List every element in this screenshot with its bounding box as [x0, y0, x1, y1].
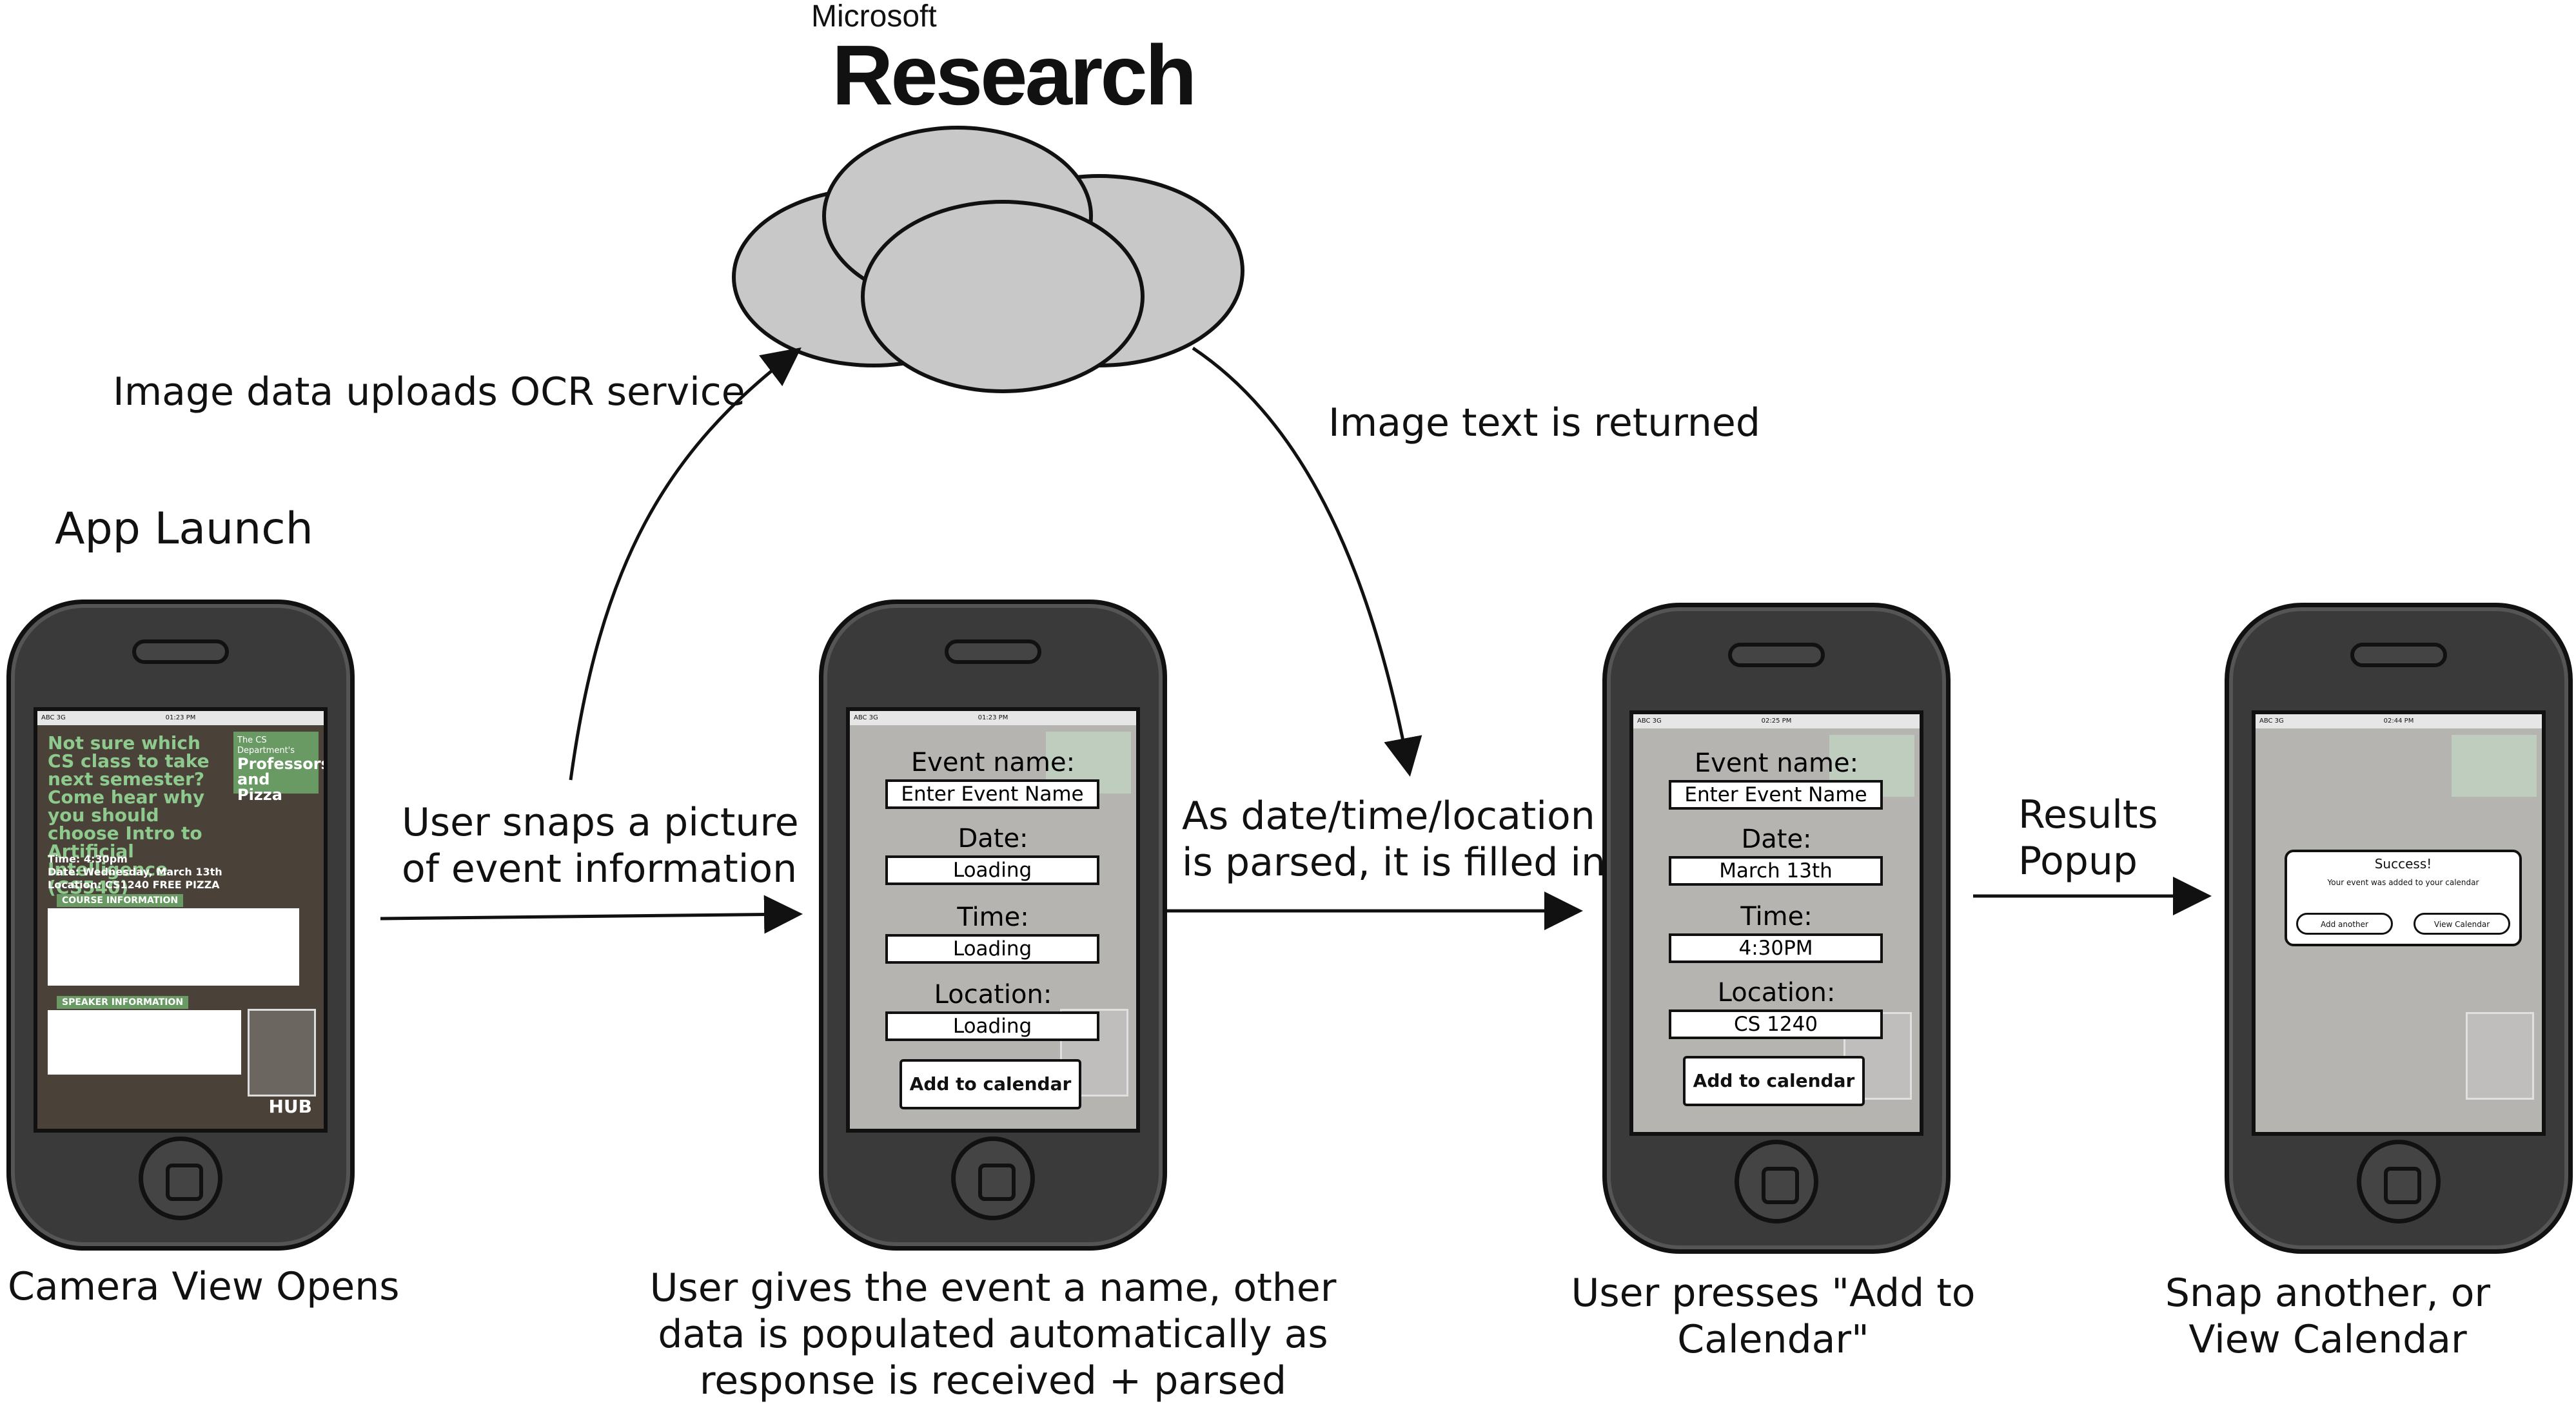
phone-screen: ABC 3G 01:23 PM Event name: Enter Event … — [846, 707, 1140, 1133]
event-name-input[interactable]: Enter Event Name — [885, 779, 1099, 809]
arrow-upload — [569, 347, 801, 781]
time-field[interactable]: Loading — [885, 934, 1099, 964]
view-calendar-button[interactable]: View Calendar — [2414, 913, 2510, 935]
caption-add-calendar-line1: User presses "Add to — [1571, 1271, 1976, 1316]
home-button[interactable] — [1735, 1140, 1818, 1224]
poster-date: Date: Wednesday, March 13th — [48, 866, 222, 878]
status-carrier: ABC 3G — [2259, 717, 2284, 725]
phone-screen: ABC 3G 01:23 PM Not sure which CS class … — [34, 707, 328, 1133]
poster-headline: Not sure which CS class to take next sem… — [48, 732, 210, 898]
caption-snap-another-line1: Snap another, or — [2165, 1271, 2491, 1316]
time-label: Time: — [1740, 902, 1813, 931]
poster-time: Time: 4:30pm — [48, 853, 128, 865]
logo-line-research: Research — [832, 28, 1197, 122]
status-time: 01:23 PM — [978, 714, 1008, 721]
status-time: 02:25 PM — [1761, 717, 1792, 725]
status-bar: ABC 3G 02:44 PM — [2256, 714, 2542, 730]
poster-speaker-photo — [248, 1009, 316, 1097]
poster-hub-logo: HUB — [268, 1096, 312, 1117]
arrow-return — [1192, 346, 1422, 777]
caption-user-names-event-line1: User gives the event a name, other — [649, 1265, 1337, 1311]
event-name-input[interactable]: Enter Event Name — [1669, 780, 1883, 810]
event-name-label: Event name: — [910, 748, 1076, 777]
location-label: Location: — [1717, 978, 1836, 1008]
location-label: Location: — [934, 980, 1052, 1009]
time-label: Time: — [957, 902, 1029, 932]
phone-loading-form: ABC 3G 01:23 PM Event name: Enter Event … — [819, 600, 1167, 1251]
label-parsed-line1: As date/time/location — [1182, 794, 1595, 839]
location-field[interactable]: Loading — [885, 1011, 1099, 1041]
label-upload: Image data uploads OCR service — [113, 369, 745, 414]
home-button[interactable] — [139, 1136, 222, 1220]
status-time: 01:23 PM — [165, 714, 196, 721]
success-popup: Success! Your event was added to your ca… — [2285, 850, 2522, 946]
status-time: 02:44 PM — [2383, 717, 2414, 725]
popup-title: Success! — [2374, 856, 2432, 872]
microsoft-research-logo: Microsoft Research — [811, 0, 1197, 122]
poster-course-text — [48, 908, 299, 986]
label-snap-line2: of event information — [402, 846, 798, 892]
home-button[interactable] — [951, 1136, 1035, 1220]
phone-screen: ABC 3G 02:25 PM Event name: Enter Event … — [1629, 710, 1923, 1136]
poster-course-heading: COURSE INFORMATION — [57, 894, 184, 907]
home-button[interactable] — [2357, 1140, 2441, 1224]
phone-speaker — [2350, 643, 2447, 667]
label-parsed-line2: is parsed, it is filled in — [1182, 840, 1606, 885]
caption-user-names-event-line3: response is received + parsed — [699, 1358, 1287, 1403]
cloud-lobe-center — [861, 200, 1145, 393]
time-field[interactable]: 4:30PM — [1669, 933, 1883, 963]
add-to-calendar-button[interactable]: Add to calendar — [900, 1059, 1081, 1109]
status-bar: ABC 3G 02:25 PM — [1633, 714, 1920, 730]
poster-badge-big: Professors and Pizza — [237, 755, 328, 804]
status-carrier: ABC 3G — [854, 714, 878, 721]
date-field[interactable]: March 13th — [1669, 856, 1883, 886]
label-returned: Image text is returned — [1328, 400, 1760, 445]
caption-add-calendar-line2: Calendar" — [1677, 1317, 1869, 1362]
camera-preview-poster[interactable]: Not sure which CS class to take next sem… — [37, 725, 324, 1129]
date-label: Date: — [958, 824, 1028, 853]
phone-filled-form: ABC 3G 02:25 PM Event name: Enter Event … — [1602, 603, 1951, 1254]
label-snap-line1: User snaps a picture — [402, 800, 799, 845]
label-results-line1: Results — [2018, 792, 2158, 837]
poster-location: Location: CS1240 FREE PIZZA — [48, 879, 220, 891]
caption-user-names-event-line2: data is populated automatically as — [658, 1312, 1328, 1357]
poster-badge: The CS Department's Professors and Pizza — [233, 732, 324, 803]
popup-message: Your event was added to your calendar — [2327, 878, 2479, 887]
logo-line-microsoft: Microsoft — [811, 0, 937, 34]
label-app-launch: App Launch — [55, 503, 313, 554]
poster-speaker-text — [48, 1010, 241, 1075]
status-bar: ABC 3G 01:23 PM — [37, 711, 324, 726]
phone-screen: ABC 3G 02:44 PM Success! Your event was … — [2252, 710, 2546, 1136]
caption-camera-view: Camera View Opens — [8, 1264, 400, 1309]
status-carrier: ABC 3G — [1637, 717, 1662, 725]
location-field[interactable]: CS 1240 — [1669, 1009, 1883, 1039]
arrow-snap — [380, 895, 803, 934]
add-to-calendar-button[interactable]: Add to calendar — [1683, 1056, 1865, 1106]
poster-badge-small: The CS Department's — [237, 736, 295, 756]
date-label: Date: — [1741, 824, 1812, 854]
add-another-button[interactable]: Add another — [2296, 913, 2393, 935]
phone-speaker — [1728, 643, 1825, 667]
phone-speaker — [945, 639, 1041, 664]
phone-speaker — [132, 639, 229, 664]
caption-snap-another-line2: View Calendar — [2188, 1317, 2467, 1362]
status-carrier: ABC 3G — [41, 714, 66, 721]
label-results-line2: Popup — [2018, 839, 2138, 884]
event-name-label: Event name: — [1694, 748, 1859, 778]
poster-speaker-heading: SPEAKER INFORMATION — [57, 996, 189, 1009]
status-bar: ABC 3G 01:23 PM — [850, 711, 1136, 726]
date-field[interactable]: Loading — [885, 855, 1099, 885]
phone-results-popup: ABC 3G 02:44 PM Success! Your event was … — [2225, 603, 2573, 1254]
poster-info: Time: 4:30pm Date: Wednesday, March 13th… — [48, 853, 222, 892]
phone-camera-view: ABC 3G 01:23 PM Not sure which CS class … — [6, 600, 355, 1251]
